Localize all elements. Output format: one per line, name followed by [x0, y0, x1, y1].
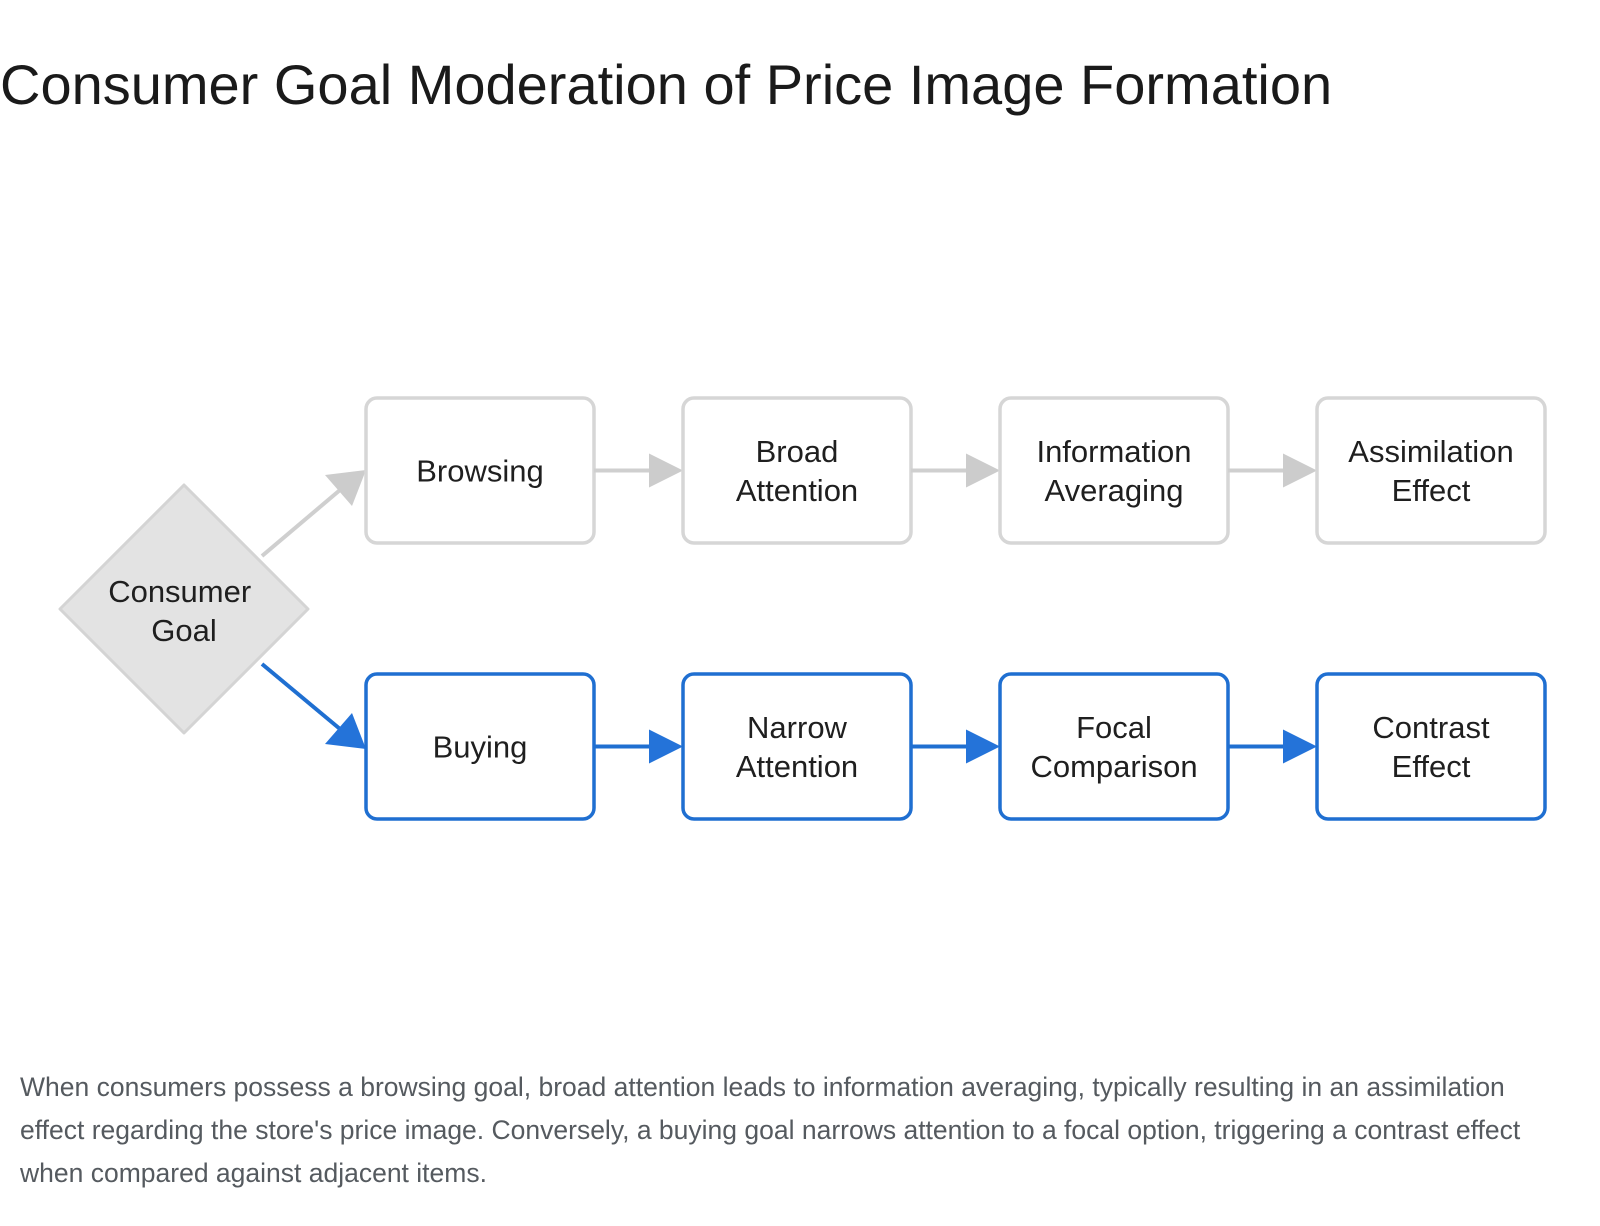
browsing-node-4-label-line-1: Assimilation [1348, 434, 1513, 469]
browsing-arrowhead-1 [649, 453, 683, 488]
buying-node-3-label-line-1: Focal [1076, 710, 1152, 745]
buying-node-1-label: Buying [433, 730, 528, 765]
browsing-node-4-label-line-2: Effect [1392, 473, 1471, 508]
browsing-arrowhead-2 [966, 453, 1000, 488]
buying-node-3-box [998, 672, 1230, 821]
decision-to-browsing-arrowhead [325, 470, 366, 506]
buying-node-4-label-line-1: Contrast [1372, 710, 1490, 745]
buying-node-2-label-line-2: Attention [736, 749, 858, 784]
decision-diamond-shape [58, 483, 310, 735]
buying-arrowhead-2 [966, 729, 1000, 764]
browsing-node-3-label-line-1: Information [1036, 434, 1191, 469]
buying-node-2-label-line-1: Narrow [747, 710, 848, 745]
browsing-node-3-box [998, 396, 1230, 545]
decision-to-browsing-connector [260, 488, 342, 558]
buying-node-1-label-line-1: Buying [433, 730, 528, 765]
browsing-node-2-label-line-1: Broad [756, 434, 839, 469]
browsing-node-2-box [681, 396, 913, 545]
buying-node-4-box [1315, 672, 1547, 821]
browsing-node-1-label: Browsing [416, 454, 544, 489]
browsing-node-4-box [1315, 396, 1547, 545]
browsing-node-2-label-line-2: Attention [736, 473, 858, 508]
buying-node-3-label-line-2: Comparison [1030, 749, 1197, 784]
browsing-node-3-label-line-2: Averaging [1044, 473, 1183, 508]
decision-label-line-1: Consumer [108, 574, 251, 609]
buying-node-2-box [681, 672, 913, 821]
buying-arrowhead-3 [1283, 729, 1317, 764]
diagram-caption: When consumers possess a browsing goal, … [20, 1072, 1521, 1188]
decision-label: Consumer Goal [108, 574, 260, 648]
buying-node-4-label-line-2: Effect [1392, 749, 1471, 784]
decision-to-buying-arrowhead [325, 713, 366, 749]
decision-label-line-2: Goal [151, 613, 216, 648]
decision-to-buying-connector [260, 662, 342, 731]
browsing-arrowhead-3 [1283, 453, 1317, 488]
diagram-title: Consumer Goal Moderation of Price Image … [0, 53, 1333, 116]
browsing-node-1-label-line-1: Browsing [416, 454, 544, 489]
consumer-goal-decision: Consumer Goal [58, 483, 310, 735]
buying-arrowhead-1 [649, 729, 683, 764]
